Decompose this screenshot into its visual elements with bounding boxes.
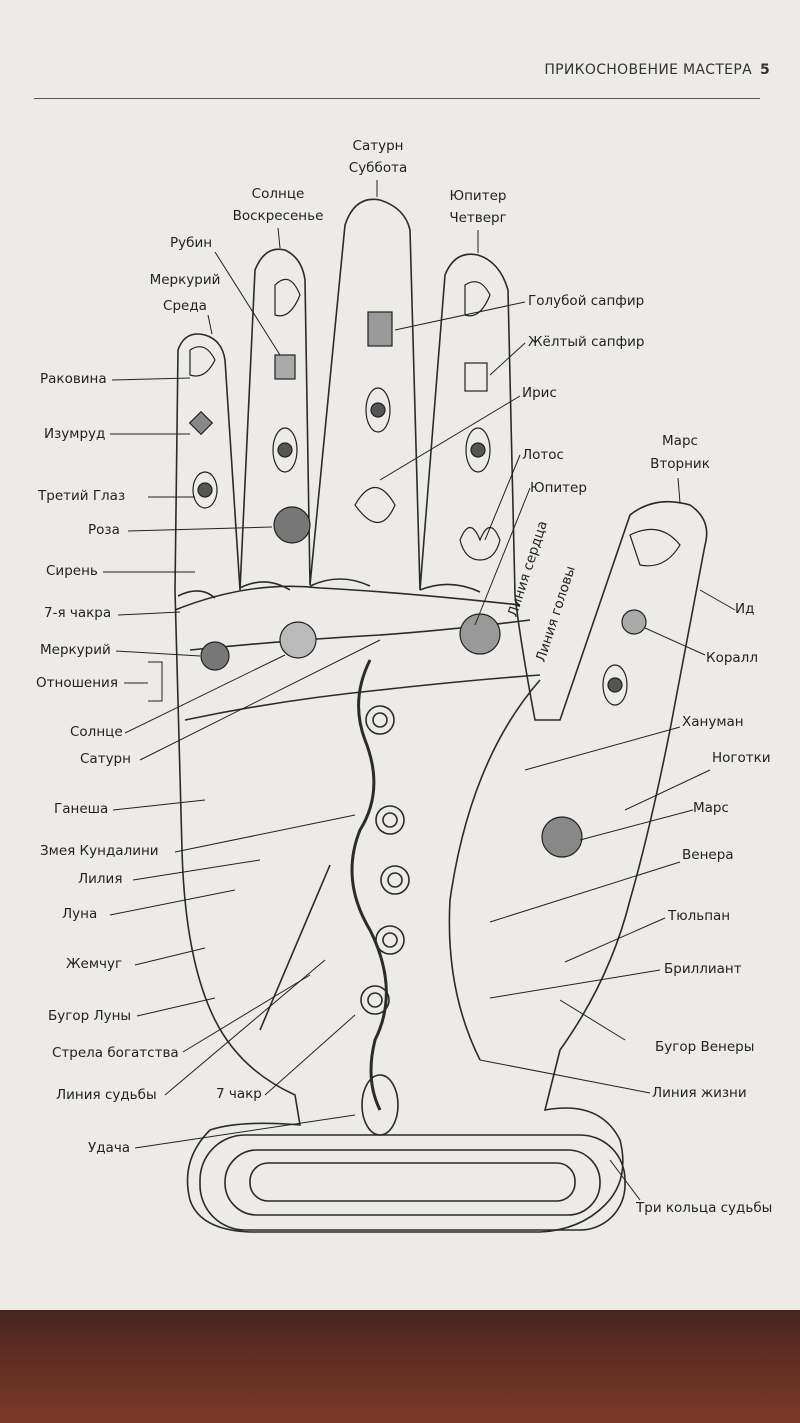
label-relations: Отношения [36, 675, 118, 691]
label-lilac: Сирень [46, 563, 98, 579]
header-title: ПРИКОСНОВЕНИЕ МАСТЕРА [544, 62, 752, 78]
label-jupiter: Юпитер [449, 188, 507, 204]
label-mercury: Меркурий [40, 642, 111, 658]
label-mercury-top: Меркурий [149, 272, 221, 288]
label-diamond: Бриллиант [664, 961, 742, 977]
label-saturday: Суббота [348, 160, 408, 176]
label-chakras7: 7 чакр [216, 1086, 262, 1102]
label-sun: Солнце [251, 186, 305, 202]
life-line [448, 679, 541, 1061]
label-tuesday: Вторник [650, 456, 710, 472]
background-surface [0, 1290, 800, 1423]
label-life-line: Линия жизни [652, 1085, 747, 1101]
label-thursday: Четверг [449, 210, 507, 226]
label-mars-top: Марс [662, 433, 698, 449]
label-blue-sapphire: Голубой сапфир [528, 293, 645, 309]
fish-drawing [361, 1074, 399, 1136]
label-emerald: Изумруд [44, 426, 106, 442]
label-hanuman: Хануман [682, 714, 744, 730]
ring-inner [249, 1162, 576, 1202]
label-venus-mount: Бугор Венеры [655, 1039, 755, 1055]
label-wednesday: Среда [163, 298, 207, 314]
fate-line [259, 864, 331, 1031]
label-shell: Раковина [40, 371, 107, 387]
hand-symbols [188, 278, 681, 858]
header-rule [34, 98, 760, 99]
label-three-rings: Три кольца судьбы [636, 1200, 773, 1216]
label-venus: Венера [682, 847, 734, 863]
label-sunday: Воскресенье [232, 208, 324, 224]
label-wealth-arrow: Стрела богатства [52, 1045, 179, 1061]
label-lily: Лилия [78, 871, 123, 887]
leader-lines [103, 180, 736, 1201]
label-saturn: Сатурн [352, 138, 404, 154]
book-page [0, 0, 800, 1310]
ring-outer [199, 1134, 626, 1231]
label-rose: Роза [88, 522, 120, 538]
label-moon-mount: Бугор Луны [48, 1008, 132, 1024]
palm-illustration [103, 180, 736, 1233]
label-iris: Ирис [522, 385, 557, 401]
label-mars: Марс [693, 800, 729, 816]
label-ruby: Рубин [170, 235, 213, 251]
label-luck: Удача [88, 1140, 131, 1156]
label-moon: Луна [62, 906, 98, 922]
page-number: 5 [759, 62, 770, 78]
label-saturn-left: Сатурн [80, 751, 131, 767]
label-jupiter-mount: Юпитер [530, 480, 587, 496]
hand-outline [174, 198, 708, 1233]
label-coral: Коралл [706, 650, 758, 666]
label-tulip: Тюльпан [668, 908, 731, 924]
label-lotus: Лотос [522, 447, 564, 463]
hand-shape [174, 198, 708, 1233]
label-ida: Ид [735, 601, 755, 617]
kundalini-snake [350, 659, 388, 1111]
label-yellow-sapphire: Жёлтый сапфир [528, 334, 645, 350]
running-header: ПРИКОСНОВЕНИЕ МАСТЕРА 5 [540, 62, 770, 78]
label-marigold: Ноготки [712, 750, 771, 766]
label-fate-line: Линия судьбы [56, 1087, 157, 1103]
label-pearl: Жемчуг [66, 956, 123, 972]
label-kundalini: Змея Кундалини [40, 843, 159, 859]
label-chakra7: 7-я чакра [44, 605, 112, 621]
label-sun-left: Солнце [70, 724, 123, 740]
label-ganesha: Ганеша [54, 801, 109, 817]
label-third-eye: Третий Глаз [38, 488, 126, 504]
ring-middle [224, 1149, 601, 1216]
